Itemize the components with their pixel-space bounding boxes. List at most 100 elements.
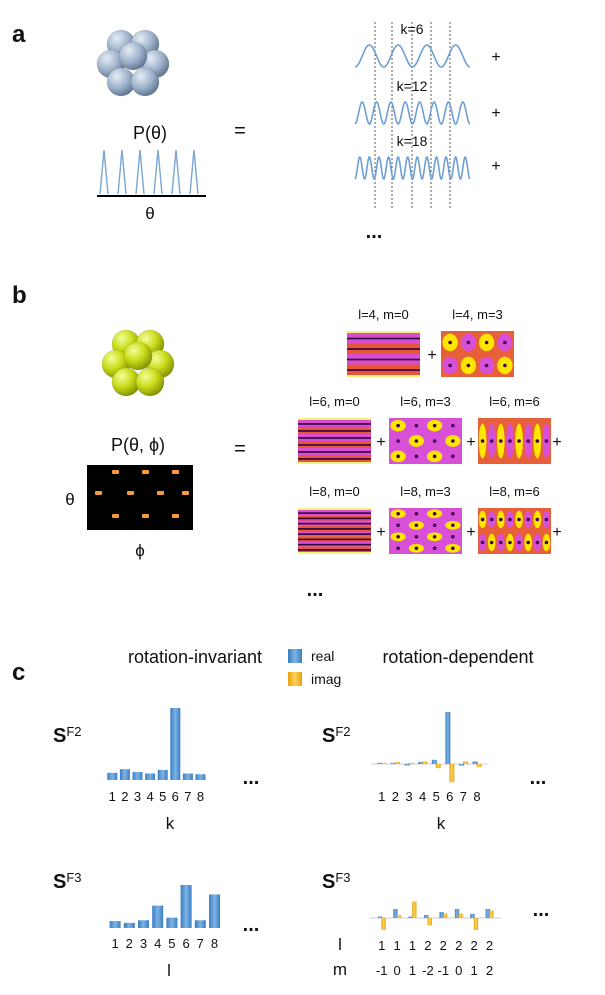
sf2-left-bar-real-5 xyxy=(157,769,168,780)
sf2-left-tick-3: 3 xyxy=(134,789,141,804)
sf3-right-tick-m-5: -1 xyxy=(438,963,450,978)
panel-b-plus: + xyxy=(466,434,475,451)
panel-a-axis-label: θ xyxy=(145,204,154,223)
sf3-left-bar-real-1 xyxy=(109,921,121,928)
wave-k6 xyxy=(354,44,471,68)
density-spot xyxy=(112,514,119,518)
panel-b-ellipsis: ... xyxy=(307,579,324,601)
density-spot xyxy=(95,491,102,495)
panel-b-plus: + xyxy=(552,434,561,451)
density-spot xyxy=(127,491,134,495)
panel-c-label: c xyxy=(12,659,25,686)
harmonic-label-l8-m3: l=8, m=3 xyxy=(400,484,451,499)
sf2-right-bar-imag-8 xyxy=(476,764,482,768)
sf2-right-tick-8: 8 xyxy=(473,789,480,804)
harmonic-tile-l6-m3 xyxy=(389,418,462,464)
sf2-right-tick-7: 7 xyxy=(460,789,467,804)
sf3-left-bar-real-7 xyxy=(194,920,206,928)
sf3-left-tick-8: 8 xyxy=(211,936,218,951)
sf3-right-bar-imag-2 xyxy=(396,915,402,918)
sf2-left-tick-1: 1 xyxy=(109,789,116,804)
harmonic-tile-l6-m0 xyxy=(298,418,371,464)
sf2-left-tick-8: 8 xyxy=(197,789,204,804)
sf2-right-bar-real-2 xyxy=(391,762,396,764)
sf2-left-tick-7: 7 xyxy=(184,789,191,804)
blue-sphere xyxy=(118,41,148,71)
row-label-m-right: m xyxy=(333,960,347,979)
green-sphere-cluster xyxy=(101,329,175,397)
sf2-left-tick-5: 5 xyxy=(159,789,166,804)
panel-a-plus-3: + xyxy=(491,158,500,175)
legend-real-label: real xyxy=(311,648,334,664)
sf3-right-bar-real-4 xyxy=(424,915,429,918)
sf3-left-tick-6: 6 xyxy=(182,936,189,951)
panel-b-density-map xyxy=(87,465,193,530)
density-spot xyxy=(112,470,119,474)
sf3-right-bar-real-2 xyxy=(393,909,398,918)
sf3-left-tick-1: 1 xyxy=(111,936,118,951)
sf2-left-tick-4: 4 xyxy=(146,789,153,804)
sf3-right-tick-m-6: 0 xyxy=(455,963,462,978)
sf3-right-tick-3: 1 xyxy=(409,938,416,953)
sf2-right-bar-real-5 xyxy=(431,759,437,764)
sf2-left-bar-real-3 xyxy=(132,772,143,780)
panel-b-label: b xyxy=(12,282,27,309)
density-spot xyxy=(172,514,179,518)
harmonic-label-l6-m6: l=6, m=6 xyxy=(489,394,540,409)
panel-a-harmonics: k=6k=12k=18 xyxy=(354,21,471,208)
sf2-left-bar-real-4 xyxy=(145,773,156,780)
blue-sphere-cluster xyxy=(96,29,170,97)
axis-label-k-left: k xyxy=(166,814,175,833)
density-spot xyxy=(142,470,149,474)
sf3-right-tick-m-1: -1 xyxy=(376,963,388,978)
sf3-left-tick-5: 5 xyxy=(168,936,175,951)
density-spot xyxy=(182,491,189,495)
wave-k12 xyxy=(354,101,471,125)
row-label-l-right: l xyxy=(338,935,342,954)
sf3-right-bar-imag-7 xyxy=(473,918,479,930)
panel-a-plus-1: + xyxy=(491,49,500,66)
density-spot xyxy=(142,514,149,518)
sf3-left-bar-real-2 xyxy=(123,922,135,928)
harmonic-label-l6-m0: l=6, m=0 xyxy=(309,394,360,409)
sf2-right-bar-imag-2 xyxy=(395,761,400,764)
sf2-right-bar-real-6 xyxy=(445,712,451,764)
axis-label-k-right: k xyxy=(437,814,446,833)
ellipsis-f3-right: ... xyxy=(533,899,550,921)
sf2-right-tick-5: 5 xyxy=(433,789,440,804)
sf2-right-tick-6: 6 xyxy=(446,789,453,804)
panel-a-label: a xyxy=(12,21,26,48)
sf3-left-tick-2: 2 xyxy=(126,936,133,951)
sf3-right-bar-imag-3 xyxy=(412,901,417,918)
harmonic-tile-l8-m6 xyxy=(478,508,551,554)
density-spot xyxy=(172,470,179,474)
sf3-left-bar-real-3 xyxy=(138,920,149,928)
term-label-k6: k=6 xyxy=(401,21,424,37)
harmonic-label-l8-m0: l=8, m=0 xyxy=(309,484,360,499)
panel-a-function-label: P(θ) xyxy=(133,123,167,143)
sf2-right-bar-imag-5 xyxy=(435,764,441,769)
axis-label-l-left: l xyxy=(167,961,171,980)
sf3-right-bar-real-8 xyxy=(485,909,490,918)
sf2-right-bar-imag-4 xyxy=(422,761,428,764)
sf3-right-bar-real-6 xyxy=(454,909,460,918)
sf3-right-tick-7: 2 xyxy=(470,938,477,953)
legend-imag-swatch xyxy=(288,672,302,686)
sf2-right-bar-real-1 xyxy=(377,762,383,764)
peak-line xyxy=(99,149,199,195)
sf3-left-bar-real-8 xyxy=(209,894,220,928)
sf3-right-bar-imag-5 xyxy=(442,913,448,918)
panel-b-function-label: P(θ, ϕ) xyxy=(111,435,165,455)
harmonic-tile-l4-m0 xyxy=(347,331,420,377)
sf3-right-tick-m-3: 1 xyxy=(409,963,416,978)
sf3-left-tick-7: 7 xyxy=(197,936,204,951)
sf3-left-bar-real-4 xyxy=(152,905,164,928)
panel-c-right-title: rotation-dependent xyxy=(382,647,533,667)
panel-a-ellipsis: ... xyxy=(366,221,383,243)
sf2-left-bar-real-2 xyxy=(119,769,130,780)
sf3-right-bar-real-1 xyxy=(377,916,383,918)
s-f3-right-symbol: SF3 xyxy=(322,870,351,893)
sf2-left-tick-6: 6 xyxy=(172,789,179,804)
sf3-right-tick-5: 2 xyxy=(440,938,447,953)
sf3-right-tick-1: 1 xyxy=(378,938,385,953)
